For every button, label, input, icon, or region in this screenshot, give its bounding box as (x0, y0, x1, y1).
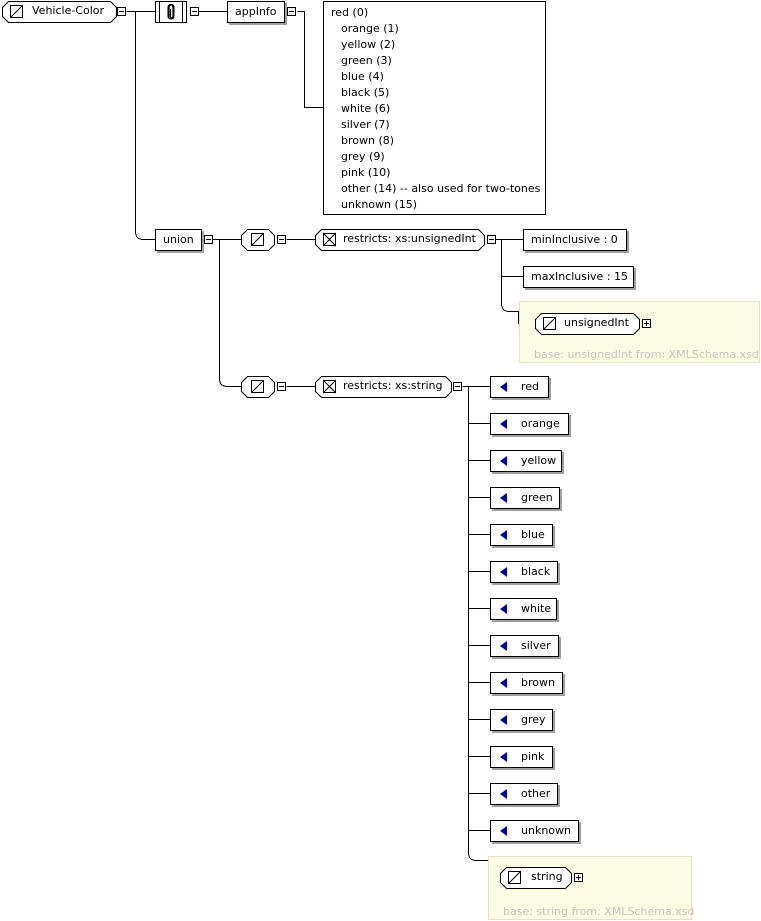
appinfo-documentation: red (0) orange (1) yellow (2) green (3) … (323, 1, 546, 215)
enumeration-label: pink (521, 750, 545, 763)
restriction-string-label: restricts: xs:string (343, 379, 443, 392)
facet-label: maxInclusive : 15 (531, 270, 629, 283)
enumeration-green[interactable]: green (490, 487, 560, 509)
doc-line: silver (7) (341, 118, 390, 131)
restriction-unsignedint-label: restricts: xs:unsignedInt (343, 232, 476, 245)
collapse-toggle-root[interactable] (117, 7, 126, 16)
collapse-toggle-simple-type-string[interactable] (277, 382, 286, 391)
restriction-unsignedint-node[interactable]: restricts: xs:unsignedInt (315, 229, 485, 251)
string-type-node[interactable]: string (500, 867, 572, 889)
doc-line: grey (9) (341, 150, 385, 163)
facet-maxinclusive[interactable]: maxInclusive : 15 (523, 266, 634, 288)
enumeration-triangle-icon (500, 826, 507, 836)
enumeration-orange[interactable]: orange (490, 413, 569, 435)
annotation-node[interactable] (155, 1, 187, 23)
facet-label: minInclusive : 0 (531, 233, 618, 246)
expand-toggle-unsignedint[interactable] (642, 319, 651, 328)
anonymous-simple-type-string[interactable] (241, 376, 275, 398)
enumeration-silver[interactable]: silver (490, 635, 559, 657)
enumeration-label: yellow (521, 454, 557, 467)
enumeration-pink[interactable]: pink (490, 746, 553, 768)
appinfo-label: appInfo (235, 5, 277, 18)
union-node[interactable]: union (155, 229, 202, 251)
enumeration-label: white (521, 602, 552, 615)
facet-mininclusive[interactable]: minInclusive : 0 (523, 229, 627, 251)
enumeration-white[interactable]: white (490, 598, 557, 620)
enumeration-triangle-icon (500, 493, 507, 503)
enumeration-triangle-icon (500, 789, 507, 799)
doc-line: unknown (15) (341, 198, 418, 211)
enumeration-grey[interactable]: grey (490, 709, 553, 731)
doc-line: green (3) (341, 54, 392, 67)
anonymous-simple-type-uint[interactable] (241, 229, 275, 251)
enumeration-triangle-icon (500, 715, 507, 725)
union-label: union (163, 233, 194, 246)
enumeration-black[interactable]: black (490, 561, 558, 583)
collapse-toggle-annotation[interactable] (190, 7, 199, 16)
collapse-toggle-union[interactable] (204, 235, 213, 244)
enumeration-triangle-icon (500, 567, 507, 577)
enumeration-yellow[interactable]: yellow (490, 450, 562, 472)
unsignedint-label: unsignedInt (564, 316, 629, 329)
enumeration-label: unknown (521, 824, 571, 837)
enumeration-triangle-icon (500, 752, 507, 762)
enumeration-triangle-icon (500, 419, 507, 429)
expand-toggle-string[interactable] (574, 873, 583, 882)
appinfo-node[interactable]: appInfo (227, 1, 285, 23)
enumeration-blue[interactable]: blue (490, 524, 553, 546)
enumeration-triangle-icon (500, 604, 507, 614)
restriction-string-node[interactable]: restricts: xs:string (315, 376, 452, 398)
collapse-toggle-simple-type-uint[interactable] (277, 235, 286, 244)
vehicle-color-label: Vehicle-Color (32, 4, 105, 17)
enumeration-triangle-icon (500, 456, 507, 466)
enumeration-brown[interactable]: brown (490, 672, 563, 694)
collapse-toggle-restriction-uint[interactable] (487, 235, 496, 244)
enumeration-label: red (521, 380, 540, 393)
vehicle-color-type-node[interactable]: Vehicle-Color (2, 1, 117, 23)
enumeration-triangle-icon (500, 382, 507, 392)
enumeration-triangle-icon (500, 530, 507, 540)
doc-line: red (0) (331, 6, 369, 19)
string-label: string (531, 870, 563, 883)
doc-line: yellow (2) (341, 38, 396, 51)
enumeration-label: other (521, 787, 551, 800)
enumeration-label: black (521, 565, 551, 578)
doc-line: brown (8) (341, 134, 395, 147)
collapse-toggle-restriction-string[interactable] (453, 382, 462, 391)
enumeration-red[interactable]: red (490, 376, 549, 398)
doc-line: orange (1) (341, 22, 399, 35)
collapse-toggle-appinfo[interactable] (287, 7, 296, 16)
doc-line: other (14) -- also used for two-tones (341, 182, 541, 195)
enumeration-triangle-icon (500, 641, 507, 651)
enumeration-other[interactable]: other (490, 783, 558, 805)
doc-line: blue (4) (341, 70, 384, 83)
enumeration-unknown[interactable]: unknown (490, 820, 579, 842)
doc-line: black (5) (341, 86, 390, 99)
enumeration-label: blue (521, 528, 545, 541)
enumeration-label: grey (521, 713, 546, 726)
enumeration-label: brown (521, 676, 555, 689)
base-type-note: base: string from: XMLSchema.xsd (503, 905, 695, 918)
enumeration-triangle-icon (500, 678, 507, 688)
doc-line: pink (10) (341, 166, 391, 179)
base-type-note: base: unsignedInt from: XMLSchema.xsd (534, 348, 759, 361)
doc-line: white (6) (341, 102, 391, 115)
enumeration-label: green (521, 491, 553, 504)
enumeration-label: orange (521, 417, 560, 430)
enumeration-label: silver (521, 639, 551, 652)
unsignedint-type-node[interactable]: unsignedInt (535, 313, 640, 335)
